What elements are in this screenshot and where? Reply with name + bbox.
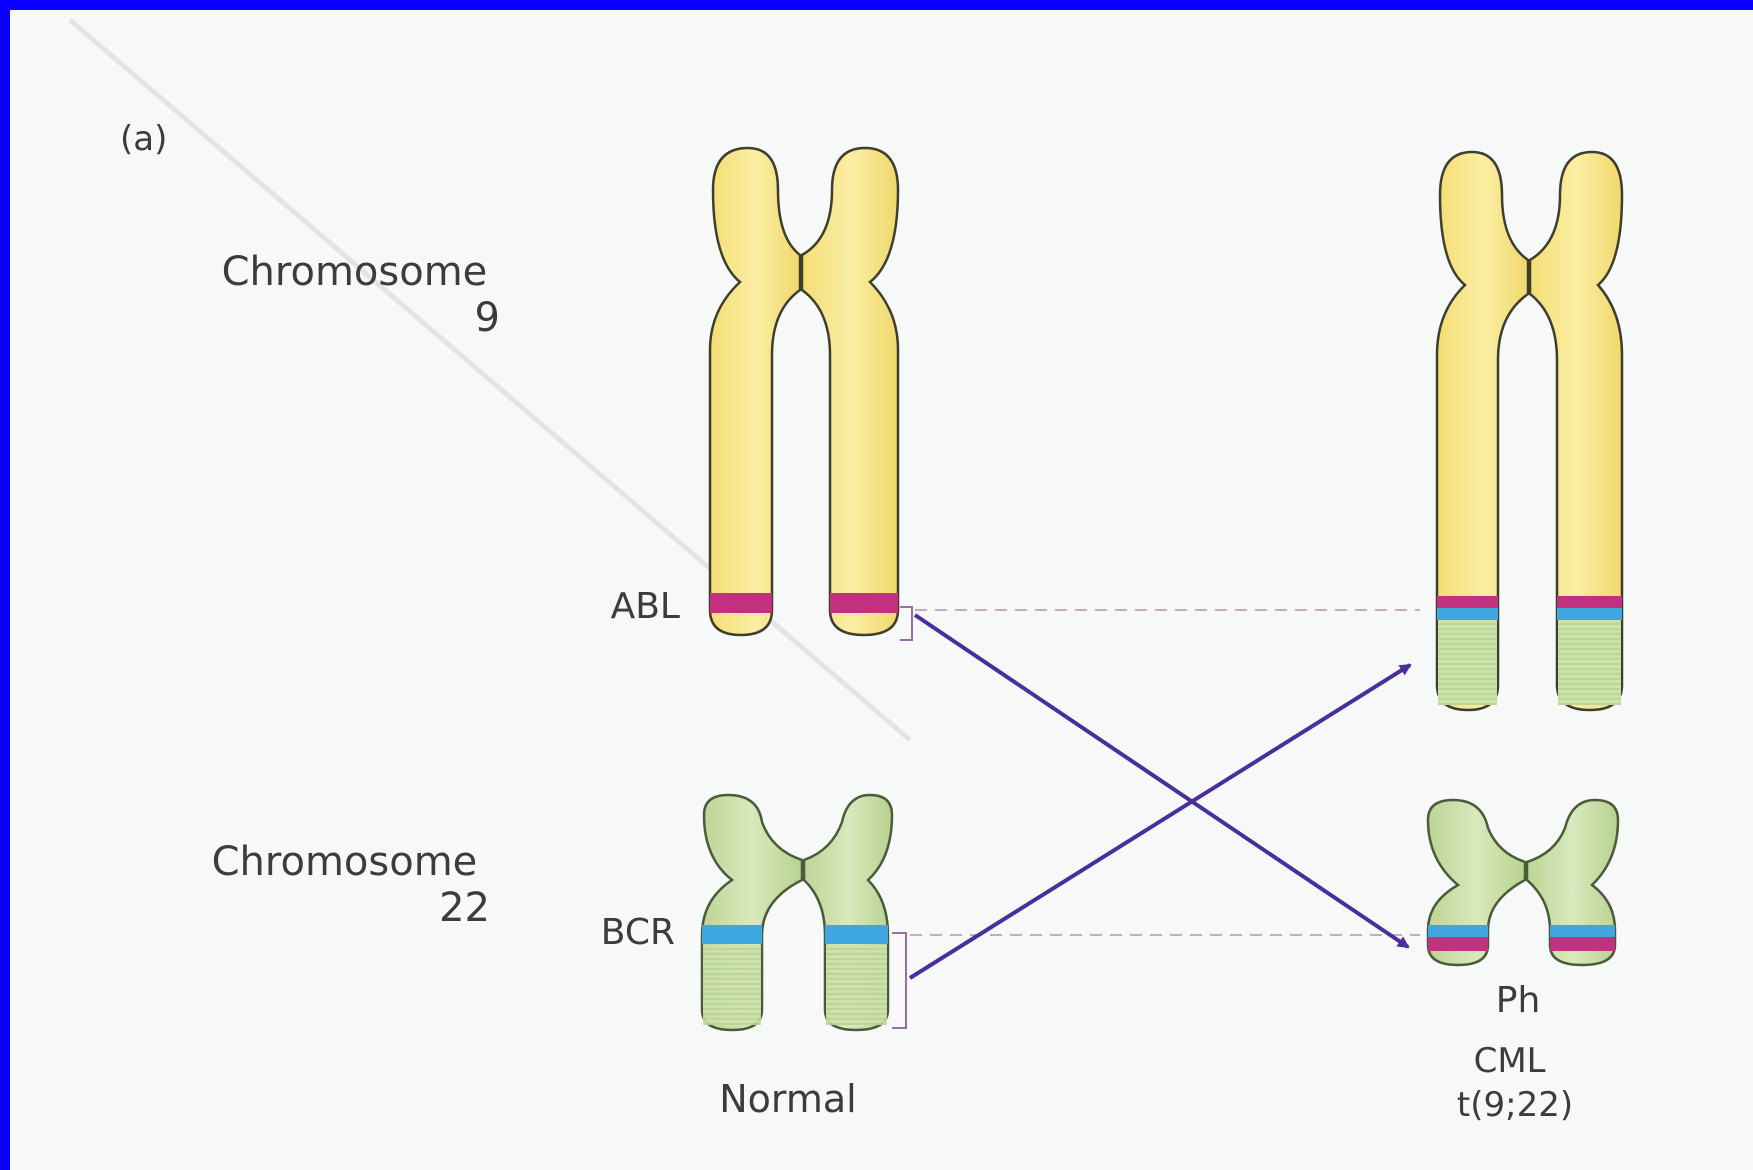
chromosome-9-derivative <box>1437 152 1622 710</box>
abl-band-ph-left <box>1428 937 1488 951</box>
ph-label: Ph <box>1496 980 1541 1021</box>
gene-label-abl: ABL <box>611 586 680 627</box>
arrow-bcr-to-der9 <box>910 665 1410 978</box>
cml-caption-translocation: t(9;22) <box>1457 1085 1573 1125</box>
arrow-abl-to-ph <box>915 615 1408 947</box>
bcr-band-ph-left <box>1428 925 1488 937</box>
chromosome-9-label-number: 9 <box>475 295 500 341</box>
chromosome-22-label: Chromosome 22 <box>212 839 490 931</box>
abl-band-left <box>710 593 772 613</box>
abl-band-ph-right <box>1550 937 1615 951</box>
bcr-bracket <box>892 933 906 1028</box>
translocation-diagram: (a) Chromosome 9 Chromosome 22 ABL BCR <box>10 10 1753 1170</box>
chromosome-9-normal <box>710 148 898 660</box>
cml-caption: CML t(9;22) <box>1457 1041 1573 1125</box>
normal-caption: Normal <box>719 1077 857 1121</box>
background-streak <box>70 20 910 740</box>
chromosome-22-label-number: 22 <box>439 885 490 931</box>
cml-caption-title: CML <box>1474 1041 1546 1081</box>
bcr-band-der9-left <box>1437 608 1498 620</box>
bcr-band-ph-right <box>1550 925 1615 937</box>
chromosome-9-label: Chromosome 9 <box>222 249 500 341</box>
abl-band-right <box>830 593 898 613</box>
chromosome-22-label-word: Chromosome <box>212 839 478 885</box>
gene-label-bcr: BCR <box>601 912 675 953</box>
philadelphia-chromosome <box>1428 800 1618 965</box>
chromosome-9-label-word: Chromosome <box>222 249 488 295</box>
abl-band-der9-left <box>1437 596 1498 608</box>
abl-band-der9-right <box>1557 596 1622 608</box>
bcr-band-right <box>825 925 888 944</box>
chromosome-22-normal <box>702 795 892 1030</box>
bcr-band-der9-right <box>1557 608 1622 620</box>
slide: (a) Chromosome 9 Chromosome 22 ABL BCR <box>10 10 1753 1170</box>
abl-bracket <box>900 607 912 640</box>
bcr-band-left <box>702 925 762 944</box>
panel-label: (a) <box>120 119 167 159</box>
